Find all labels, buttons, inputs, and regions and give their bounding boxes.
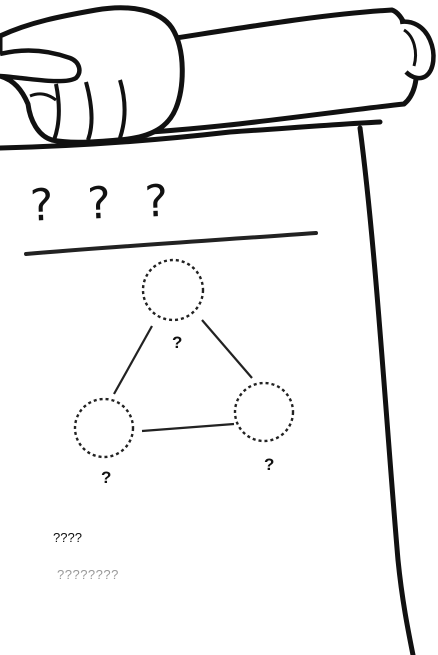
node-circle-right bbox=[233, 381, 295, 443]
node-label-left: ? bbox=[101, 468, 112, 487]
hand-thumb bbox=[0, 48, 82, 84]
scroll-roll bbox=[147, 7, 419, 135]
sign-subcaption: ???????? bbox=[57, 567, 119, 582]
node-circle-top bbox=[141, 258, 205, 322]
node-label-right: ? bbox=[264, 455, 275, 474]
node-circle-left bbox=[73, 397, 135, 459]
scroll-roll-cap-inner bbox=[403, 28, 418, 67]
edge-top-right bbox=[201, 319, 253, 379]
edge-left-right bbox=[141, 422, 235, 433]
node-label-top: ? bbox=[172, 333, 183, 352]
title-underline bbox=[24, 231, 318, 256]
finger-line-1 bbox=[52, 83, 61, 141]
sign-caption: ???? bbox=[53, 530, 82, 545]
paper-right-edge bbox=[357, 125, 416, 655]
paper-top-edge bbox=[0, 119, 383, 151]
hand-fist bbox=[0, 5, 185, 145]
paper-sheet bbox=[0, 130, 414, 655]
knuckle-detail bbox=[29, 92, 57, 102]
sign-title: ? ? ? bbox=[29, 175, 179, 232]
edge-top-left bbox=[113, 325, 153, 395]
finger-line-2 bbox=[84, 81, 94, 141]
finger-line-3 bbox=[118, 79, 127, 139]
